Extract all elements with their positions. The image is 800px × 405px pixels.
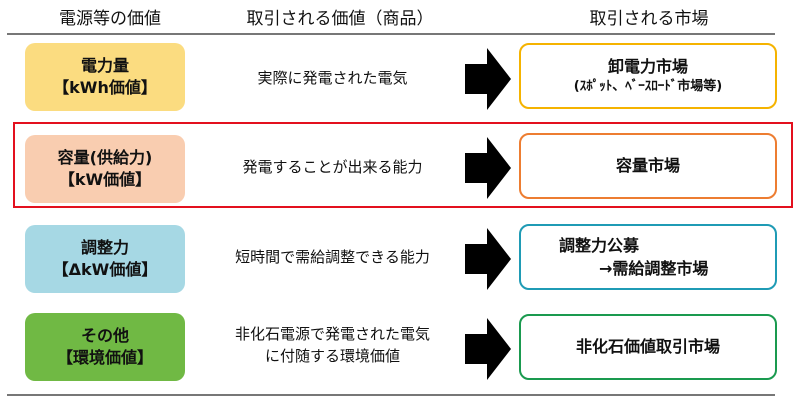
- market-box-non-fossil: 非化石価値取引市場: [519, 314, 777, 380]
- market-box-wholesale: 卸電力市場 (ｽﾎﾟｯﾄ、ﾍﾞｰｽﾛｰﾄﾞ市場等): [519, 43, 777, 109]
- commodity-text: 発電することが出来る能力: [200, 157, 465, 179]
- value-name: 調整力: [80, 237, 129, 257]
- arrow-right-icon: [465, 318, 511, 380]
- market-name-next: →需給調整市場: [599, 259, 709, 278]
- commodity-text: 非化石電源で発電された電気 に付随する環境価値: [200, 324, 465, 368]
- value-box-environmental: その他 【環境価値】: [25, 313, 185, 381]
- market-name: 卸電力市場: [607, 56, 688, 76]
- commodity-text: 実際に発電された電気: [200, 68, 465, 90]
- market-note: (ｽﾎﾟｯﾄ、ﾍﾞｰｽﾛｰﾄﾞ市場等): [573, 79, 723, 95]
- value-name: 容量(供給力): [57, 147, 153, 167]
- commodity-line: 発電することが出来る能力: [242, 158, 423, 176]
- arrow-right-icon: [465, 228, 511, 290]
- header-divider: [7, 33, 775, 35]
- market-box-balancing: 調整力公募 →需給調整市場: [519, 224, 777, 290]
- value-name: 電力量: [80, 55, 129, 75]
- commodity-line: 非化石電源で発電された電気: [234, 325, 430, 343]
- header-traded-value: 取引される価値（商品）: [246, 9, 434, 29]
- arrow-right-icon: [465, 48, 511, 110]
- value-name: その他: [80, 325, 129, 345]
- market-name: 非化石価値取引市場: [575, 337, 720, 357]
- commodity-text: 短時間で需給調整できる能力: [200, 247, 465, 269]
- market-name: 調整力公募: [559, 235, 640, 255]
- value-unit: 【環境価値】: [56, 348, 153, 367]
- value-box-kwh: 電力量 【kWh価値】: [25, 43, 185, 111]
- commodity-line: 実際に発電された電気: [257, 69, 408, 87]
- bottom-divider: [7, 394, 775, 396]
- value-box-kw: 容量(供給力) 【kW価値】: [25, 135, 185, 203]
- commodity-line: 短時間で需給調整できる能力: [235, 248, 430, 266]
- commodity-line: に付随する環境価値: [264, 346, 400, 365]
- market-box-capacity: 容量市場: [519, 133, 777, 199]
- header-market: 取引される市場: [589, 9, 709, 29]
- value-unit: 【kW価値】: [58, 170, 152, 189]
- highlight-frame: [13, 122, 793, 208]
- value-unit: 【ΔkW価値】: [52, 260, 158, 279]
- header-source-value: 電源等の価値: [59, 9, 161, 29]
- value-unit: 【kWh価値】: [53, 78, 157, 97]
- market-name: 容量市場: [615, 156, 680, 176]
- arrow-right-icon: [465, 137, 511, 199]
- value-box-delta-kw: 調整力 【ΔkW価値】: [25, 225, 185, 293]
